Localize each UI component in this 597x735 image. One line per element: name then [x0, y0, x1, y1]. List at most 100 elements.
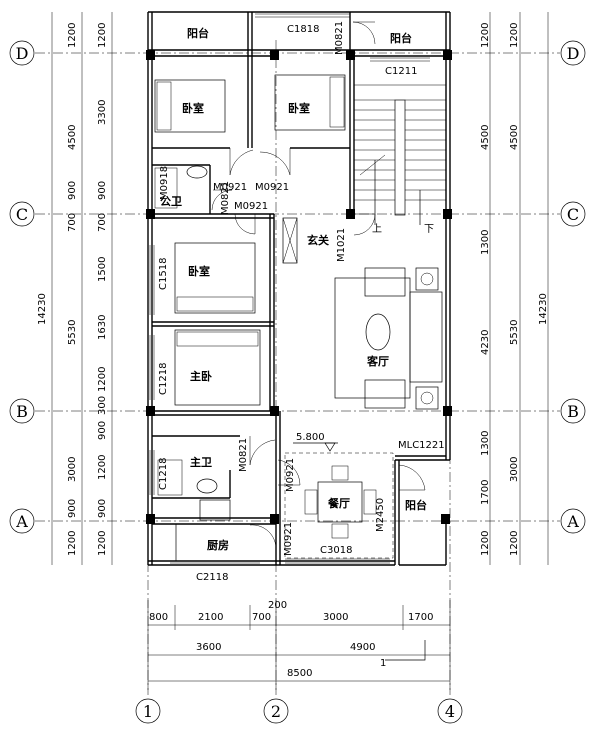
- grid-label-1: 1: [143, 702, 153, 721]
- dim-left-inner-1200-c: 1200: [97, 455, 108, 480]
- staircase: 上 下: [354, 84, 446, 235]
- label-c1218-bath: C1218: [158, 458, 169, 490]
- dim-right-outer-5530: 5530: [509, 320, 520, 345]
- room-dining: 餐厅: [327, 496, 350, 510]
- stair-down-label: 下: [424, 224, 434, 235]
- dim-bottom-2100: 2100: [198, 612, 223, 623]
- room-entrance: 玄关: [307, 233, 329, 247]
- dim-left-inner-700: 700: [97, 213, 108, 232]
- furniture: [151, 74, 443, 562]
- grid-label-4: 4: [445, 702, 455, 721]
- grid-label-c-right: C: [567, 205, 579, 224]
- room-balcony-east: 阳台: [405, 498, 427, 512]
- dim-right-outer-1200-b: 1200: [509, 531, 520, 556]
- room-balcony-north: 阳台: [187, 26, 209, 40]
- dim-left-outer-900-b: 900: [67, 499, 78, 518]
- grid-label-2: 2: [271, 702, 281, 721]
- label-c1518: C1518: [158, 258, 169, 290]
- grid-label-a-right: A: [566, 512, 579, 531]
- elevation-marker: 5.800: [293, 432, 338, 452]
- label-c2118: C2118: [196, 572, 228, 583]
- right-dimensions: 1200 4500 1300 4230 1300 1700 1200 1200 …: [480, 12, 549, 565]
- label-m0921-b: M0921: [255, 182, 289, 193]
- dim-left-outer-5530: 5530: [67, 320, 78, 345]
- dim-left-inner-900-c: 900: [97, 499, 108, 518]
- grid-bubbles: D D C C B B A A 1 2 4: [9, 40, 586, 724]
- columns: [146, 50, 452, 524]
- label-m0821-v: M0821: [220, 181, 231, 215]
- dim-bottom-3000: 3000: [323, 612, 348, 623]
- doors: [211, 21, 426, 551]
- dim-bottom-4900: 4900: [350, 642, 375, 653]
- dim-right-inner-1700: 1700: [480, 480, 491, 505]
- dim-left-inner-300: 300: [97, 396, 108, 415]
- dim-right-inner-1300-b: 1300: [480, 431, 491, 456]
- dim-right-outer-3000: 3000: [509, 457, 520, 482]
- dim-right-outer-1200: 1200: [509, 23, 520, 48]
- dim-left-inner-1200-b: 1200: [97, 367, 108, 392]
- label-m0921-dining: M0921: [285, 458, 296, 492]
- room-living: 客厅: [366, 354, 389, 368]
- dim-right-inner-1200: 1200: [480, 23, 491, 48]
- grid-label-d-right: D: [567, 44, 580, 63]
- room-master-bath: 主卫: [190, 455, 212, 469]
- section-marker-1: 1: [380, 658, 386, 669]
- grid-label-d-left: D: [16, 44, 29, 63]
- dim-bottom-700: 700: [252, 612, 271, 623]
- label-m0921-c: M0921: [234, 201, 268, 212]
- dim-left-outer-3000: 3000: [67, 457, 78, 482]
- grid-label-b-left: B: [16, 402, 28, 421]
- label-mlc1221: MLC1221: [398, 440, 445, 451]
- stair-up-label: 上: [372, 223, 382, 235]
- label-c1218: C1218: [158, 363, 169, 395]
- label-c1211: C1211: [385, 66, 417, 77]
- dim-bottom-200: 200: [268, 600, 287, 611]
- dim-bottom-1700: 1700: [408, 612, 433, 623]
- dim-bottom-total: 8500: [287, 668, 312, 679]
- label-m0821-top: M0821: [334, 21, 345, 55]
- dim-left-inner-900-b: 900: [97, 421, 108, 440]
- grid-label-b-right: B: [567, 402, 579, 421]
- label-m0918: M0918: [159, 166, 170, 200]
- door-window-labels: C1818 M0821 C1211 M0921 M0921 M0921 M082…: [158, 21, 445, 583]
- left-dimensions: 1200 4500 900 700 5530 14230 3000 900 12…: [37, 12, 113, 565]
- dim-right-outer-4500: 4500: [509, 125, 520, 150]
- room-bedroom-nw: 卧室: [182, 101, 204, 115]
- room-bedroom-w: 卧室: [188, 264, 210, 278]
- label-m0921-kitchen: M0921: [283, 522, 294, 556]
- dim-left-inner-1500: 1500: [97, 257, 108, 282]
- label-c3018: C3018: [320, 545, 352, 556]
- dim-left-outer-4500: 4500: [67, 125, 78, 150]
- dim-right-inner-4500: 4500: [480, 125, 491, 150]
- grid-label-c-left: C: [16, 205, 28, 224]
- room-public-bath: 公卫: [160, 195, 182, 208]
- room-labels: 阳台 阳台 卧室 卧室 公卫 卧室 玄关 主卧 客厅 主卫 餐厅 阳台 厨房: [160, 26, 427, 552]
- dim-right-inner-4230: 4230: [480, 330, 491, 355]
- label-m0821-bath: M0821: [238, 438, 249, 472]
- label-m1021: M1021: [336, 228, 347, 262]
- dim-bottom-3600: 3600: [196, 642, 221, 653]
- room-kitchen: 厨房: [207, 538, 229, 552]
- dim-left-outer-900: 900: [67, 181, 78, 200]
- dim-left-inner-1200-d: 1200: [97, 531, 108, 556]
- dim-left-inner-3300: 3300: [97, 100, 108, 125]
- dim-right-outer-14230: 14230: [538, 293, 549, 325]
- grid-label-a-left: A: [15, 512, 28, 531]
- dim-left-inner-900: 900: [97, 181, 108, 200]
- label-m0921-a: M0921: [213, 182, 247, 193]
- windows: [149, 13, 430, 564]
- room-balcony-north-east: 阳台: [390, 31, 412, 45]
- dim-bottom-800: 800: [149, 612, 168, 623]
- bottom-dimensions: 800 2100 700 200 3000 1700 3600 4900 850…: [147, 600, 451, 690]
- dim-left-outer-1200-top: 1200: [67, 23, 78, 48]
- elevation-label: 5.800: [296, 432, 325, 443]
- label-c1818: C1818: [287, 24, 319, 35]
- dim-right-inner-1200-b: 1200: [480, 531, 491, 556]
- walls: [147, 11, 451, 566]
- dim-left-inner-1630: 1630: [97, 315, 108, 340]
- label-m2450: M2450: [375, 498, 386, 532]
- dim-right-inner-1300: 1300: [480, 230, 491, 255]
- dim-left-outer-14230: 14230: [37, 293, 48, 325]
- room-master-bedroom: 主卧: [190, 369, 212, 383]
